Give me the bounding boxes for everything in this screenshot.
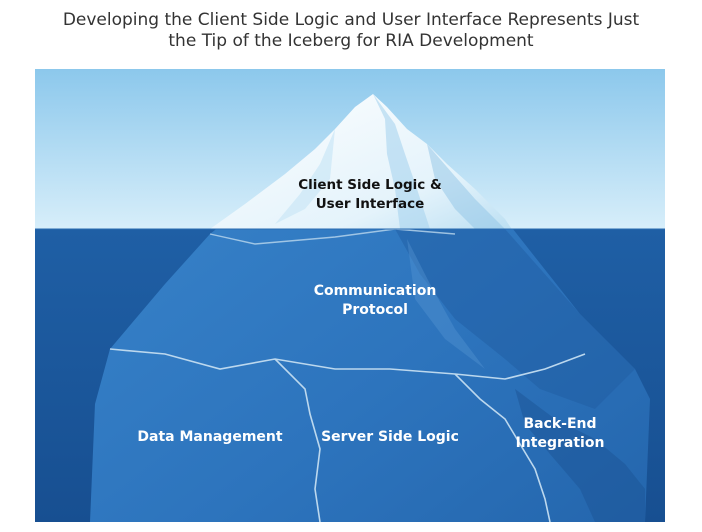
communication-protocol-label: Communication Protocol <box>295 282 455 320</box>
tip-label-line-2: User Interface <box>315 196 425 212</box>
tip-label: Client Side Logic & User Interface <box>290 176 450 214</box>
tip-label-line-1: Client Side Logic & <box>298 177 442 193</box>
back-end-integration-label: Back-End Integration <box>500 415 620 453</box>
communication-label-line-1: Communication <box>313 283 437 299</box>
iceberg-diagram: Client Side Logic & User Interface Commu… <box>35 69 665 522</box>
title-line-2: the Tip of the Iceberg for RIA Developme… <box>168 31 534 51</box>
data-management-text: Data Management <box>137 429 283 445</box>
back-end-label-line-2: Integration <box>515 435 605 451</box>
server-side-logic-text: Server Side Logic <box>321 429 459 445</box>
iceberg-illustration <box>35 69 665 522</box>
iceberg-tip <box>210 94 512 229</box>
communication-label-line-2: Protocol <box>342 302 408 318</box>
data-management-label: Data Management <box>130 428 290 447</box>
back-end-label-line-1: Back-End <box>523 416 597 432</box>
title-line-1: Developing the Client Side Logic and Use… <box>62 10 640 30</box>
diagram-title: Developing the Client Side Logic and Use… <box>0 10 702 52</box>
iceberg-underwater <box>90 229 650 522</box>
server-side-logic-label: Server Side Logic <box>310 428 470 447</box>
